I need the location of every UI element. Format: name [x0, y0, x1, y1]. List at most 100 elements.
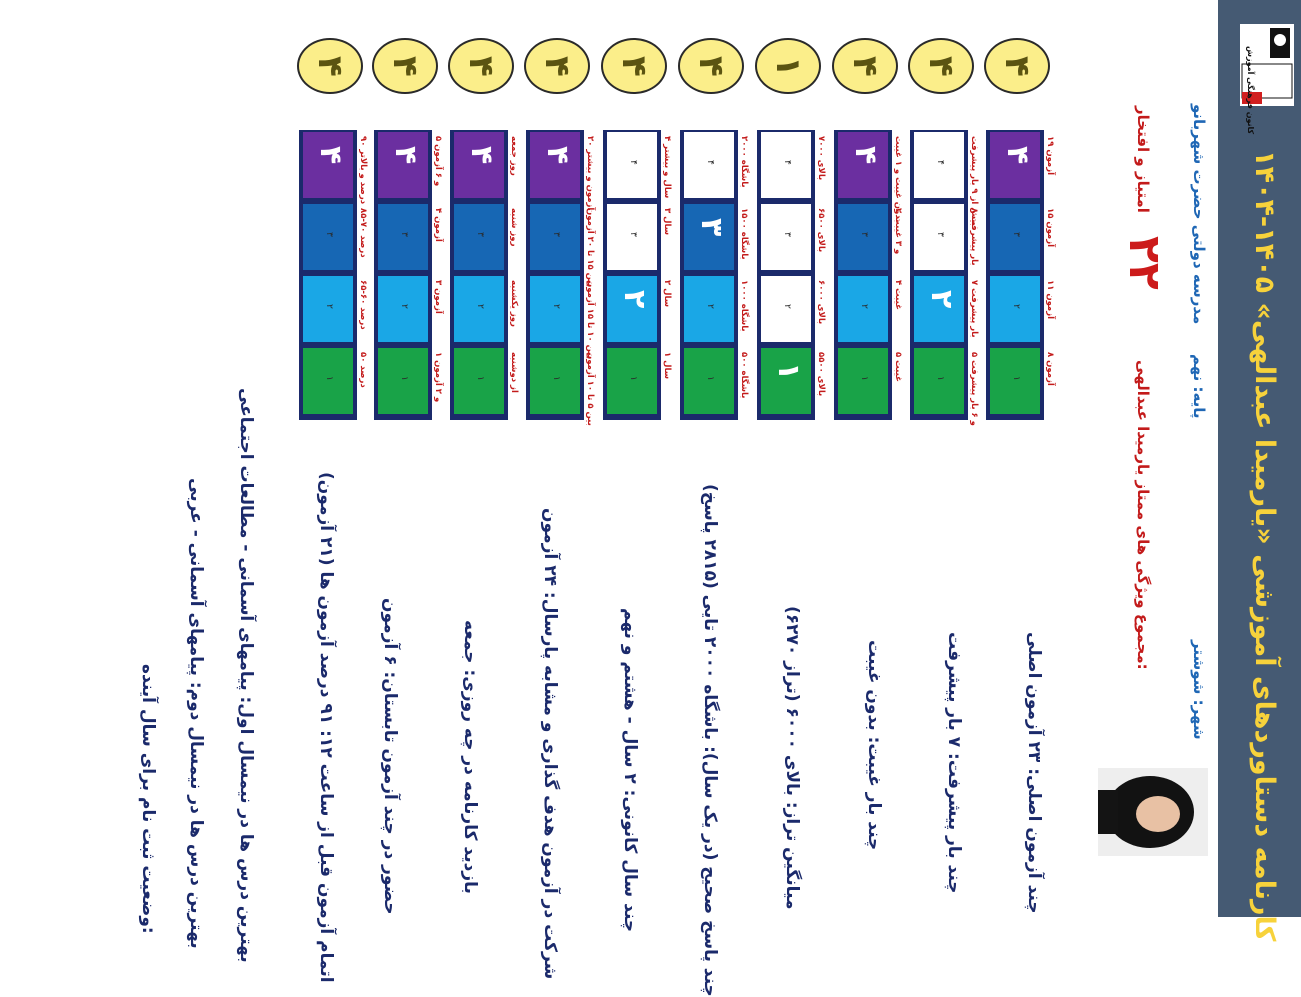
level-number: ۴ [313, 146, 348, 165]
level-caption: ۵۰ درصد [358, 352, 368, 388]
level-cell: ۱ [761, 348, 811, 414]
level-cell: ۳ [303, 204, 353, 270]
level-cell: ۲ [838, 276, 888, 342]
level-cell: ۱ [684, 348, 734, 414]
level-cell: ۱ [378, 348, 428, 414]
level-cell: ۴ [454, 132, 504, 198]
level-number: ۳ [628, 232, 638, 237]
level-number: ۴ [935, 160, 945, 165]
score-value: ۴ [310, 56, 350, 77]
level-caption: بالای ۷۰۰۰ [816, 136, 826, 181]
level-caption: از دوشنبه [509, 352, 519, 393]
level-cell: ۱ [914, 348, 964, 414]
level-cell: ۴ [530, 132, 580, 198]
level-cell: ۴ [838, 132, 888, 198]
level-caption: ۱۱ آزمون [1045, 280, 1055, 319]
stat-line: اتمام آزمون قبل از ساعت ۱۲: ۹۱ درصد آزمو… [316, 472, 336, 983]
score-circle: ۴ [678, 38, 744, 94]
level-cell: ۲ [914, 276, 964, 342]
score-circle: ۴ [297, 38, 363, 94]
level-number: ۱ [324, 376, 334, 381]
honors-label: امتیاز و افتخار [1134, 106, 1152, 213]
level-caption: ۱ و ۲ آزمون [433, 352, 443, 403]
level-caption: باشگاه ۵۰۰ [739, 352, 749, 399]
registration-status: وضعیت ثبت نام برای سال آینده: [138, 664, 158, 934]
score-circle: ۴ [448, 38, 514, 94]
level-cell: ۴ [303, 132, 353, 198]
level-number: ۲ [924, 290, 959, 309]
level-number: ۳ [935, 232, 945, 237]
level-caption: ۹۰ درصد و بالاتر [358, 136, 368, 205]
city-label: شهر: شوشتر [1190, 640, 1208, 740]
level-number: ۴ [628, 160, 638, 165]
level-number: ۴ [464, 146, 499, 165]
level-cell: ۴ [378, 132, 428, 198]
level-caption: ۴ سال و بیشتر [662, 136, 672, 199]
level-number: ۲ [399, 304, 409, 309]
header-band [1218, 0, 1301, 917]
level-number: ۲ [617, 290, 652, 309]
level-number: ۳ [551, 232, 561, 237]
level-caption: ۶۵-۶۰ درصد [358, 280, 368, 330]
stat-line: چند پاسخ صحیح (در یک سال): باشگاه ۲۰۰۰ ت… [700, 484, 720, 997]
score-circle: ۴ [601, 38, 667, 94]
level-caption: ۷ بار پیشرفت [969, 280, 979, 338]
level-caption: باشگاه ۱۰۰۰ [739, 280, 749, 332]
level-number: ۱ [475, 376, 485, 381]
kanoon-logo [1240, 24, 1294, 106]
level-cell: ۲ [990, 276, 1040, 342]
level-caption: بین ۱۰ تا ۱۵ آزمون [585, 280, 595, 359]
level-number: ۳ [399, 232, 409, 237]
stat-line: چند بار پیشرفت: ۷ بار پیشرفت [944, 632, 964, 894]
level-caption: ۳ آزمون [433, 280, 443, 314]
level-cell: ۳ [454, 204, 504, 270]
stat-line: شرکت در آزمون هدف گذاری و مشابه پارسال: … [540, 508, 560, 980]
level-number: ۲ [1011, 304, 1021, 309]
level-cell: ۳ [838, 204, 888, 270]
badge-row: ۱ ۲ ۳ ۴ [910, 130, 968, 420]
report-card: کارنامه دستاوردهای آموزشی «یارمیدا عبدال… [138, 0, 1301, 997]
level-cell: ۲ [378, 276, 428, 342]
level-number: ۱ [705, 376, 715, 381]
level-caption: ۵ و ۶ بار پیشرفت [969, 352, 979, 426]
level-number: ۱ [399, 376, 409, 381]
level-number: ۲ [551, 304, 561, 309]
level-caption: ۵ غیبت [893, 352, 903, 382]
level-number: ۳ [475, 232, 485, 237]
level-number: ۱ [1011, 376, 1021, 381]
level-caption: باشگاه ۲۰۰۰ [739, 136, 749, 188]
level-cell: ۱ [990, 348, 1040, 414]
level-cell: ۴ [914, 132, 964, 198]
level-caption: ۱۵ آزمون [1045, 208, 1055, 247]
stat-line: بهترین درس ها در نیمسال اول: پیامهای آسم… [236, 388, 256, 963]
level-cell: ۱ [607, 348, 657, 414]
level-cell: ۴ [761, 132, 811, 198]
honors-count: ۲۲ [1119, 236, 1170, 290]
school-name: مدرسه دولتی حضرت شهربانو [1190, 104, 1208, 325]
level-number: ۱ [551, 376, 561, 381]
stat-line: بازدید کارنامه در چه روزی: جمعه [460, 620, 480, 894]
level-cell: ۱ [838, 348, 888, 414]
student-photo [1098, 768, 1208, 856]
stat-line: چند آزمون اصلی: ۲۳ آزمون اصلی [1024, 632, 1044, 914]
score-value: ۴ [614, 56, 654, 77]
level-cell: ۳ [530, 204, 580, 270]
level-caption: ۴ غیبت [893, 280, 903, 310]
score-value: ۱ [768, 56, 808, 77]
level-caption: روز شنبه [509, 208, 519, 247]
level-number: ۱ [859, 376, 869, 381]
level-caption: بدون غیبت و ۱ غیبت [893, 136, 903, 223]
score-circle: ۴ [832, 38, 898, 94]
level-caption: ۴ آزمون [433, 208, 443, 242]
level-number: ۳ [782, 232, 792, 237]
honors-caption: مجموع ویژگی های ممتاز یارمیدا عبدالهی: [1134, 360, 1152, 670]
level-cell: ۲ [530, 276, 580, 342]
level-number: ۲ [782, 304, 792, 309]
badge-row: ۱ ۲ ۳ ۴ [374, 130, 432, 420]
level-cell: ۳ [607, 204, 657, 270]
